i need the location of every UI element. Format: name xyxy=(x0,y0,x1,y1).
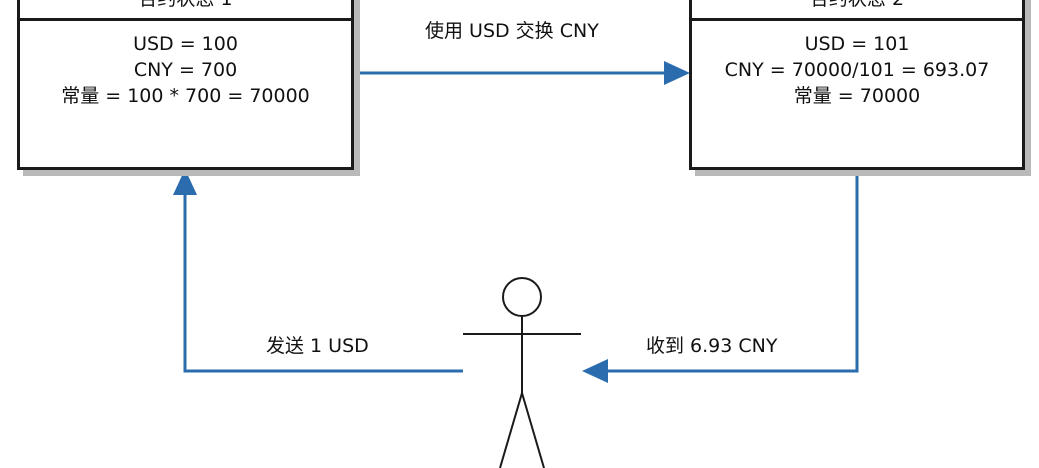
state-2-usd: USD = 101 xyxy=(804,33,910,55)
state-1-cny: CNY = 700 xyxy=(133,59,238,81)
arrow-receive xyxy=(606,170,859,373)
swap-edge-label: 使用 USD 交换 CNY xyxy=(425,20,599,42)
user-actor-icon xyxy=(463,277,581,468)
receive-edge-label: 收到 6.93 CNY xyxy=(646,335,778,357)
contract-state-1-title: 合约状态 1 xyxy=(20,0,351,9)
state-1-usd: USD = 100 xyxy=(133,33,238,55)
contract-state-1-box: 合约状态 1 USD = 100 CNY = 700 常量 = 100 * 70… xyxy=(17,0,354,170)
contract-state-2-body: USD = 101 CNY = 70000/101 = 693.07 常量 = … xyxy=(692,31,1022,109)
contract-state-1-body: USD = 100 CNY = 700 常量 = 100 * 700 = 700… xyxy=(20,31,351,109)
contract-state-1-header: 合约状态 1 xyxy=(20,0,351,21)
send-edge-label: 发送 1 USD xyxy=(266,335,369,357)
arrow-receive-head xyxy=(582,359,608,383)
state-2-constant: 常量 = 70000 xyxy=(793,85,921,107)
arrow-swap-head xyxy=(664,61,690,85)
state-1-constant: 常量 = 100 * 700 = 70000 xyxy=(61,85,310,107)
state-2-cny: CNY = 70000/101 = 693.07 xyxy=(724,59,990,81)
contract-state-2-header: 合约状态 2 xyxy=(692,0,1022,21)
arrow-send-head xyxy=(173,169,197,195)
contract-state-2-title: 合约状态 2 xyxy=(692,0,1022,9)
arrow-send xyxy=(183,194,463,373)
contract-state-2-box: 合约状态 2 USD = 101 CNY = 70000/101 = 693.0… xyxy=(689,0,1025,170)
